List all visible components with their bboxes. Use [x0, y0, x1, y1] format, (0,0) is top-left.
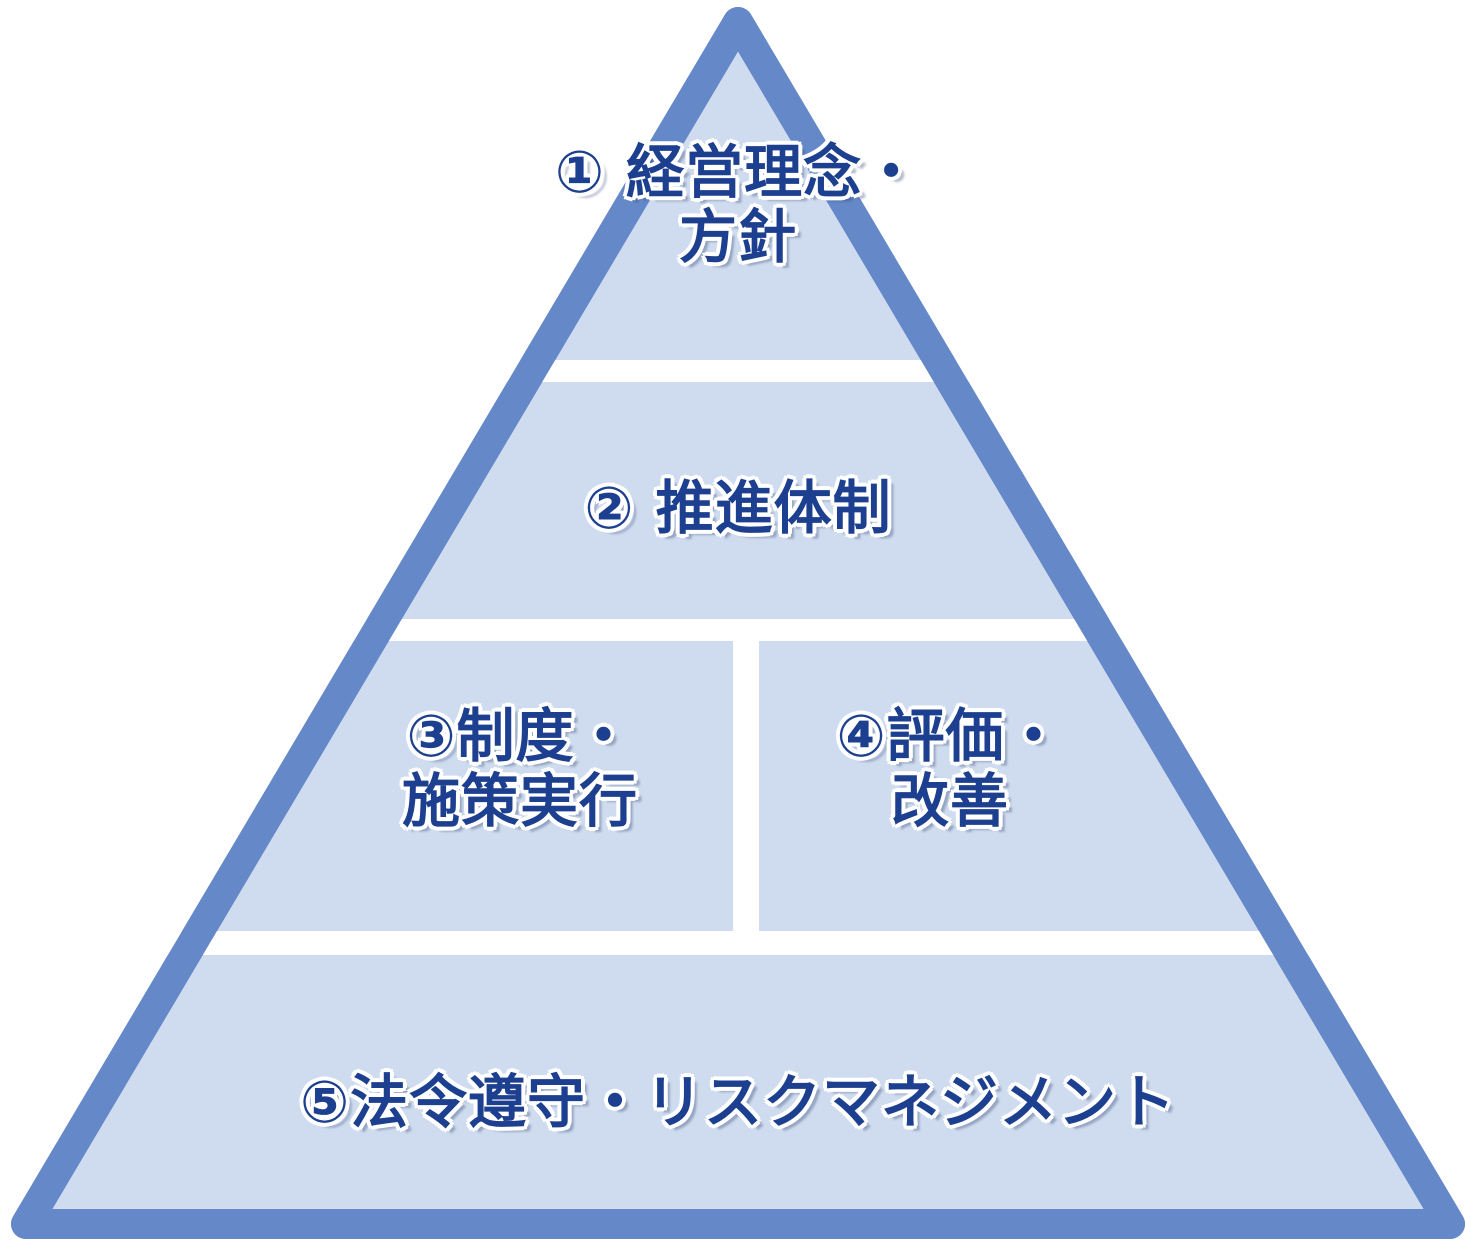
tier-4-label: ④評価・ 改善	[740, 704, 1160, 834]
tier-1-line-1: ① 経営理念・	[554, 138, 922, 206]
tier-3-line-1: ③制度・	[406, 702, 634, 770]
tier-3-label: ③制度・ 施策実行	[310, 704, 730, 834]
tier-3-line-2: 施策実行	[401, 766, 638, 835]
tier-2-line-1: ② 推進体制	[584, 474, 892, 542]
tier-4-line-2: 改善	[890, 766, 1009, 835]
divider-tier2-tier3	[0, 619, 1476, 641]
divider-tier3-tier4	[733, 641, 759, 931]
tier-4-line-1: ④評価・	[836, 702, 1064, 770]
tier-2-label: ② 推進体制	[488, 476, 988, 541]
tier-1-label: ① 経営理念・ 方針	[488, 140, 988, 270]
tier-5-label: ⑤法令遵守・リスクマネジメント	[188, 1070, 1288, 1135]
tier-5-line-1: ⑤法令遵守・リスクマネジメント	[299, 1068, 1177, 1136]
divider-tier1-tier2	[0, 360, 1476, 382]
divider-tier3-tier5	[0, 931, 1476, 955]
pyramid-border	[11, 7, 1465, 1239]
tier-1-line-2: 方針	[678, 202, 797, 271]
